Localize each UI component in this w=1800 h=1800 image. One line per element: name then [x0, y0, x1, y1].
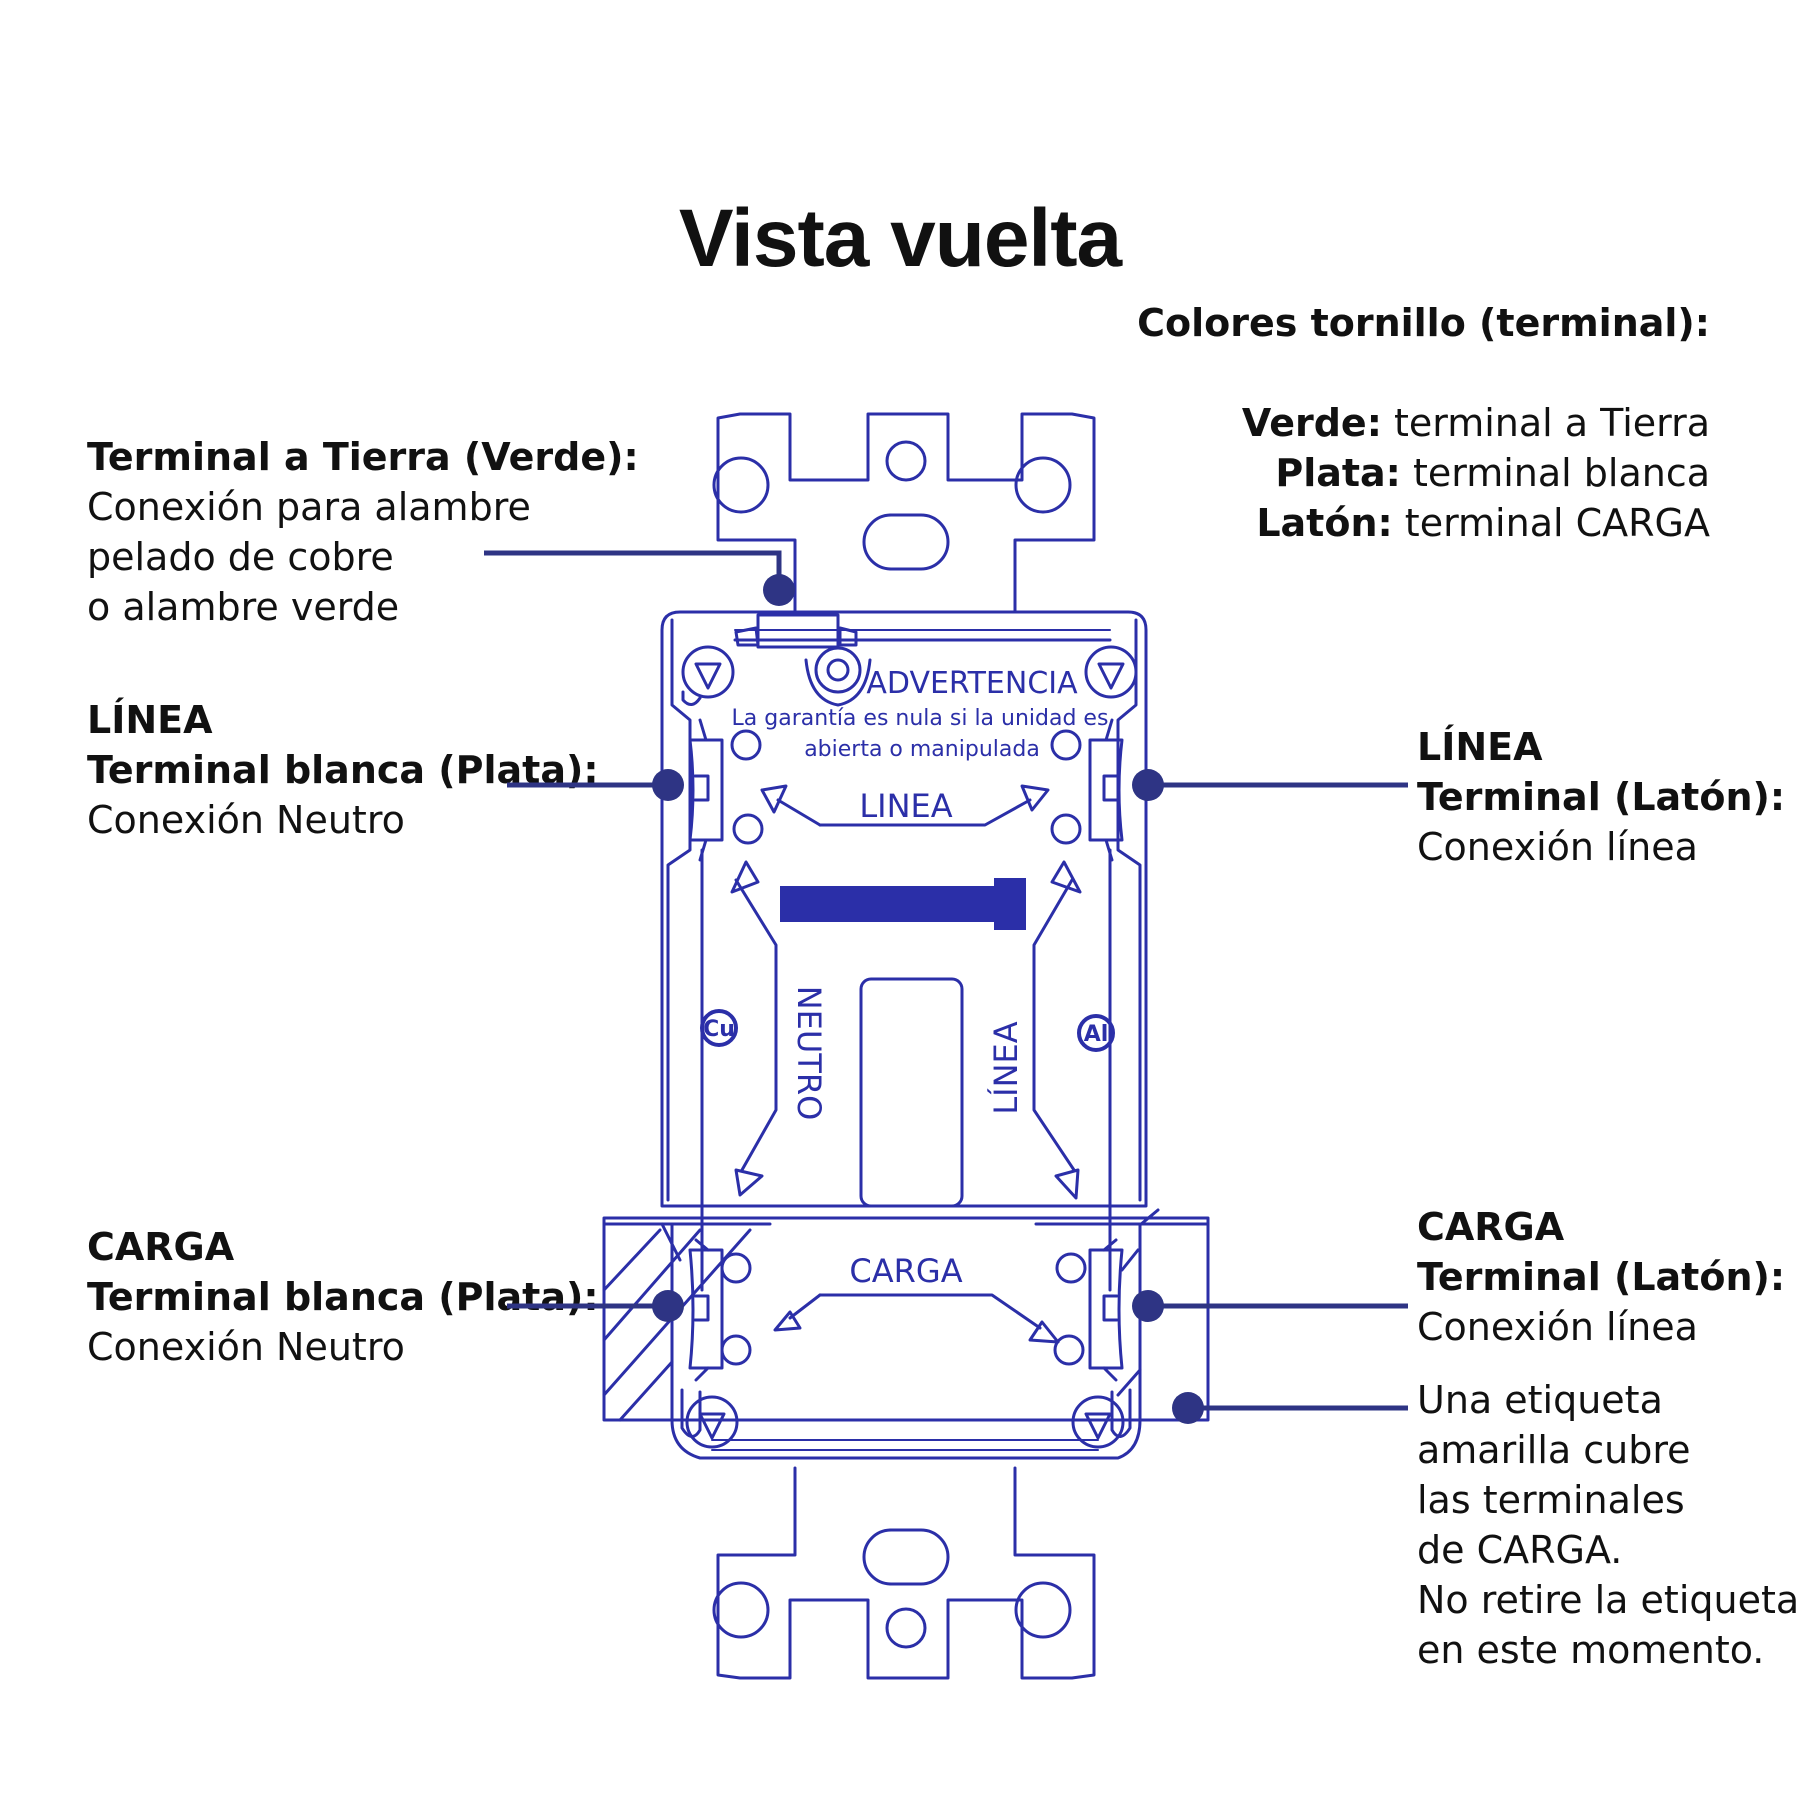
load-neutral-terminal — [688, 1238, 724, 1382]
load-label-area — [602, 1216, 1210, 1422]
dot-line-hot — [1132, 769, 1164, 801]
legend-item-verde: Verde: terminal a Tierra — [1241, 401, 1710, 445]
hole-tr2 — [1050, 813, 1082, 845]
ground-screw — [814, 646, 862, 694]
leader-ground — [484, 550, 782, 590]
hole-br2 — [1053, 1334, 1085, 1366]
dot-line-neutral — [652, 769, 684, 801]
line-neutral-terminal — [688, 718, 724, 862]
ground-terminal-callout: Terminal a Tierra (Verde): Conexión para… — [87, 435, 639, 629]
corner-marker-top-right — [1084, 645, 1138, 699]
warning-line-1: La garantía es nula si la unidad es — [732, 706, 1109, 731]
al-mark: Al — [1077, 1014, 1115, 1052]
load-body-outline — [670, 1222, 1142, 1460]
dot-load-hot — [1132, 1290, 1164, 1322]
hole-bl2 — [720, 1334, 752, 1366]
strap-hole-bottom-right — [1014, 1581, 1072, 1639]
label-hatching — [602, 1208, 1160, 1422]
strap-slot-bottom — [862, 1528, 950, 1586]
neutro-label: NEUTRO — [790, 986, 828, 1121]
warning-line-2: abierta o manipulada — [804, 737, 1040, 762]
linea-label: LINEA — [859, 787, 952, 825]
ground-terminal-block — [756, 613, 840, 649]
warning-title: ADVERTENCIA — [866, 666, 1078, 701]
corner-marker-bottom-left — [685, 1395, 739, 1449]
bottom-mounting-strap — [716, 1466, 1096, 1680]
test-bar — [780, 878, 1026, 930]
load-neutral-callout: CARGA Terminal blanca (Plata): Conexión … — [87, 1225, 599, 1369]
top-mounting-strap — [716, 412, 1096, 614]
load-hot-terminal — [1088, 1238, 1124, 1382]
strap-hole-center — [885, 440, 927, 482]
yellow-label-note: Una etiqueta amarilla cubre las terminal… — [1417, 1378, 1800, 1672]
page-title: Vista vuelta — [678, 193, 1122, 284]
leader-dots — [652, 574, 1204, 1424]
line-hot-callout: LÍNEA Terminal (Latón): Conexión línea — [1417, 725, 1786, 869]
legend-item-plata: Plata: terminal blanca — [1275, 451, 1710, 495]
legend-heading: Colores tornillo (terminal): — [1137, 301, 1710, 345]
upper-body-outline — [660, 610, 1148, 1208]
strap-slot-top — [862, 513, 950, 571]
hole-br1 — [1055, 1252, 1087, 1284]
svg-text:Cu: Cu — [703, 1017, 735, 1042]
cu-mark: Cu — [700, 1009, 738, 1047]
carga-label: CARGA — [849, 1252, 962, 1290]
hole-tr1 — [1050, 729, 1082, 761]
screw-color-legend: Colores tornillo (terminal): Verde: term… — [1010, 298, 1710, 548]
dot-load-neutral — [652, 1290, 684, 1322]
linea-arrow-left — [760, 784, 822, 827]
hole-tl1 — [730, 729, 762, 761]
corner-marker-top-left — [681, 645, 735, 699]
strap-hole-right — [1014, 456, 1072, 514]
strap-hole-bottom-left — [712, 1581, 770, 1639]
legend-item-laton: Latón: terminal CARGA — [1256, 501, 1710, 545]
svg-text:Al: Al — [1084, 1022, 1109, 1047]
line-neutral-callout: LÍNEA Terminal blanca (Plata): Conexión … — [87, 698, 599, 842]
dot-ground — [763, 574, 795, 606]
dot-label-note — [1172, 1392, 1204, 1424]
hole-tl2 — [732, 813, 764, 845]
linea-vertical-label: LÍNEA — [987, 1021, 1025, 1114]
load-hot-callout: CARGA Terminal (Latón): Conexión línea — [1417, 1205, 1786, 1349]
strap-hole-left — [712, 456, 770, 514]
center-window — [859, 977, 964, 1208]
strap-hole-bottom-center — [885, 1607, 927, 1649]
corner-marker-bottom-right — [1071, 1395, 1125, 1449]
